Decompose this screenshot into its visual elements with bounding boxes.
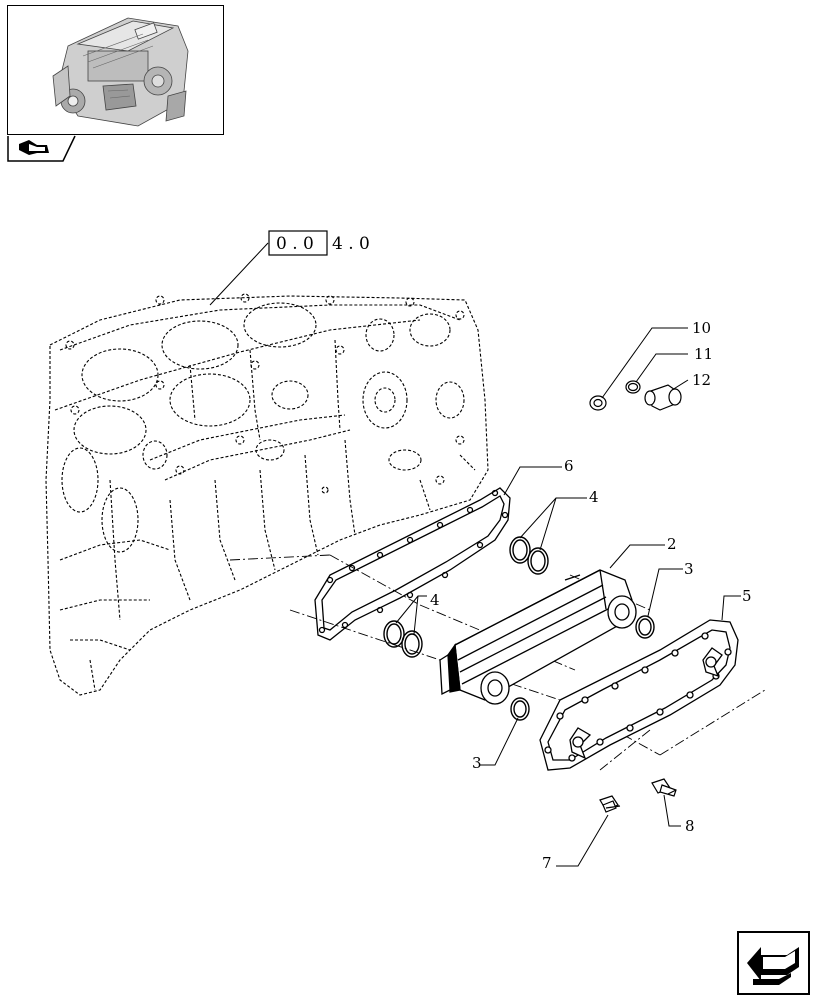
part-4-orings-upper xyxy=(509,536,549,575)
callout-3-lower: 3 xyxy=(472,754,482,772)
engine-thumbnail xyxy=(7,5,224,135)
callout-11: 11 xyxy=(694,345,713,363)
callout-5: 5 xyxy=(742,587,752,605)
part-7-bolt xyxy=(599,795,621,813)
callout-8: 8 xyxy=(685,817,695,835)
engine-thumbnail-image xyxy=(52,17,189,127)
engine-block-phantom xyxy=(45,293,489,696)
reference-rest-text: 4 . 0 xyxy=(332,234,370,254)
tab-arrow-icon xyxy=(7,135,76,162)
thumbnail-tab xyxy=(7,135,77,162)
part-12-valve xyxy=(644,384,682,411)
part-3-orings xyxy=(510,615,655,721)
reference-leader xyxy=(209,242,269,306)
callout-12: 12 xyxy=(692,371,711,389)
part-4-orings-lower xyxy=(383,620,423,658)
callout-3-upper: 3 xyxy=(684,560,694,578)
part-8-bolt xyxy=(651,778,677,797)
reference-boxed-text: 0 . 0 xyxy=(276,234,314,254)
reference-box xyxy=(268,230,328,256)
leader-lines xyxy=(395,327,741,867)
nav-arrow-icon xyxy=(747,947,799,985)
part-2-oil-cooler xyxy=(439,569,637,705)
callout-2: 2 xyxy=(667,535,677,553)
callout-6: 6 xyxy=(564,457,574,475)
callout-10: 10 xyxy=(692,319,711,337)
callout-7: 7 xyxy=(542,854,552,872)
part-6-gasket xyxy=(314,487,511,641)
callout-4-lower: 4 xyxy=(430,591,440,609)
part-11-seal xyxy=(625,380,641,394)
callout-4-upper: 4 xyxy=(589,488,599,506)
part-5-cover xyxy=(539,619,739,771)
part-10-plug xyxy=(589,395,607,411)
next-page-button[interactable] xyxy=(737,931,810,995)
